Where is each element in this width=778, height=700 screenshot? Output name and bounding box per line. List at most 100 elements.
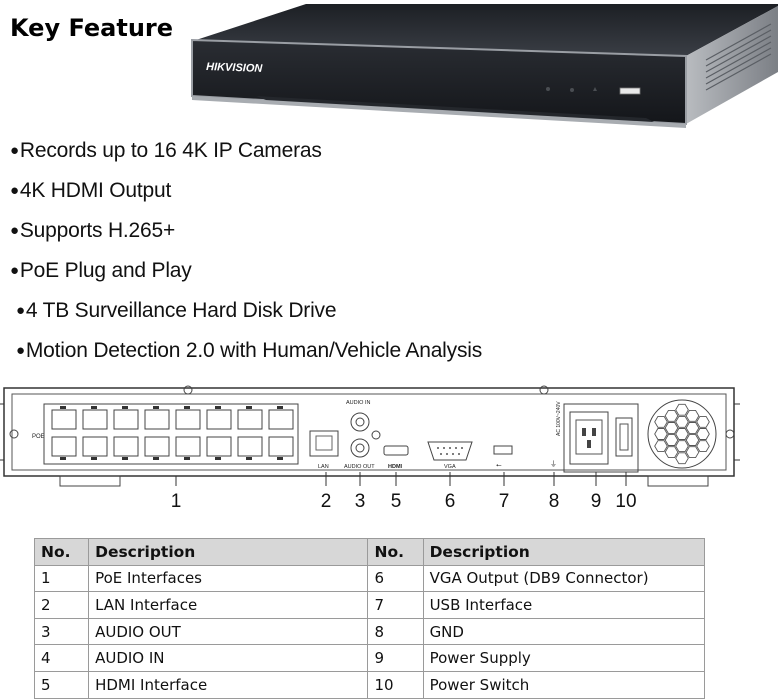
port-led-icon <box>277 457 283 460</box>
port-led-icon <box>91 406 97 409</box>
column-header: Description <box>88 538 369 566</box>
fan-hex-icon <box>675 452 689 465</box>
poe-port-icon <box>144 409 170 430</box>
fan-hex-icon <box>675 403 689 416</box>
callout-number: 8 <box>548 491 560 512</box>
power-rating-label: AC 100V~240V <box>556 401 562 436</box>
fan-hex-icon <box>685 409 700 422</box>
poe-label: POE <box>32 434 45 440</box>
poe-port-icon <box>175 436 201 457</box>
table-row: 1 PoE Interfaces 6 VGA Output (DB9 Conne… <box>33 564 706 593</box>
fan-hex-icon <box>675 428 689 440</box>
rear-panel-diagram: POE LAN AUDIO IN AUDIO OUT HDMI VGA ⭠ AC… <box>0 385 740 487</box>
usb-icon: ⭠ <box>496 461 502 469</box>
callout-number: 3 <box>354 491 366 512</box>
column-header: Description <box>422 538 706 566</box>
table-cell: 3 <box>33 617 90 646</box>
port-led-icon <box>153 406 159 409</box>
port-led-icon <box>215 406 221 409</box>
port-led-icon <box>60 406 66 409</box>
bullet-icon: ● <box>10 262 19 279</box>
feature-item: ●4K HDMI Output <box>10 179 172 202</box>
feature-list: ●Records up to 16 4K IP Cameras ●4K HDMI… <box>10 138 482 378</box>
table-cell: VGA Output (DB9 Connector) <box>422 564 706 593</box>
table-row: 5 HDMI Interface 10 Power Switch <box>33 670 706 699</box>
table-cell: 8 <box>367 617 424 646</box>
callout-number: 7 <box>498 491 510 512</box>
feature-item: ●Supports H.265+ <box>10 219 176 242</box>
table-row: 2 LAN Interface 7 USB Interface <box>33 591 706 619</box>
callout-number: 9 <box>590 491 602 512</box>
lan-label: LAN <box>318 464 329 470</box>
poe-port-icon <box>268 409 294 430</box>
table-cell: 2 <box>33 591 90 619</box>
fan-hex-icon <box>685 434 700 446</box>
poe-port-icon <box>237 409 263 430</box>
feature-item: ●4 TB Surveillance Hard Disk Drive <box>16 299 337 322</box>
poe-port-icon <box>51 436 77 457</box>
poe-port-icon <box>206 436 232 457</box>
port-led-icon <box>246 457 252 460</box>
table-cell: AUDIO IN <box>88 644 369 672</box>
table-cell: 1 <box>33 564 90 593</box>
audio-in-label: AUDIO IN <box>346 400 370 406</box>
fan-hex-icon <box>685 422 700 434</box>
feature-item: ●Motion Detection 2.0 with Human/Vehicle… <box>16 339 483 362</box>
bullet-icon: ● <box>10 222 19 239</box>
port-led-icon <box>153 457 159 460</box>
fan-hex-icon <box>664 434 679 446</box>
table-cell: 4 <box>33 644 90 672</box>
feature-item: ●Records up to 16 4K IP Cameras <box>10 139 322 162</box>
hdmi-label: HDMI <box>388 464 403 470</box>
port-led-icon <box>122 457 128 460</box>
fan-hex-icon <box>696 428 710 440</box>
poe-port-icon <box>51 409 77 430</box>
poe-port-icon <box>206 409 232 430</box>
brand-logo: HIKVISION <box>206 61 264 75</box>
poe-port-icon <box>268 436 294 457</box>
table-row: 4 AUDIO IN 9 Power Supply <box>33 644 706 672</box>
port-led-icon <box>60 457 66 460</box>
callout-number: 6 <box>444 491 456 512</box>
bullet-icon: ● <box>16 342 25 359</box>
table-cell: 9 <box>367 644 424 672</box>
page-title: Key Feature <box>10 14 174 42</box>
callout-number: 2 <box>320 491 332 512</box>
table-cell: USB Interface <box>422 591 706 619</box>
vga-label: VGA <box>444 464 456 470</box>
poe-port-icon <box>237 436 263 457</box>
fan-hex-icon <box>654 415 668 428</box>
fan-hex-icon <box>654 440 668 453</box>
table-cell: Power Supply <box>422 644 706 672</box>
callout-number: 1 <box>170 491 182 512</box>
table-cell: GND <box>422 617 706 646</box>
poe-port-icon <box>113 436 139 457</box>
port-led-icon <box>91 457 97 460</box>
port-led-icon <box>246 406 252 409</box>
table-cell: 6 <box>367 564 424 593</box>
table-cell: HDMI Interface <box>88 670 369 699</box>
column-header: No. <box>367 538 424 566</box>
port-led-icon <box>184 457 190 460</box>
port-led-icon <box>277 406 283 409</box>
fan-hex-icon <box>696 440 710 453</box>
table-cell: PoE Interfaces <box>88 564 369 593</box>
fan-hex-icon <box>664 446 679 459</box>
poe-port-icon <box>175 409 201 430</box>
fan-hex-icon <box>685 446 700 459</box>
port-led-icon <box>215 457 221 460</box>
nvr-front-image: HIKVISION <box>191 4 778 128</box>
poe-port-icon <box>144 436 170 457</box>
bullet-icon: ● <box>10 142 19 159</box>
fan-hex-icon <box>664 422 679 434</box>
table-header-row: No. Description No. Description <box>33 538 706 566</box>
bullet-icon: ● <box>10 182 19 199</box>
fan-hex-icon <box>664 409 679 422</box>
port-led-icon <box>122 406 128 409</box>
poe-port-icon <box>113 409 139 430</box>
column-header: No. <box>33 538 90 566</box>
feature-item: ●PoE Plug and Play <box>10 259 192 282</box>
bullet-icon: ● <box>16 302 25 319</box>
table-row: 3 AUDIO OUT 8 GND <box>33 617 706 646</box>
table-cell: 7 <box>367 591 424 619</box>
